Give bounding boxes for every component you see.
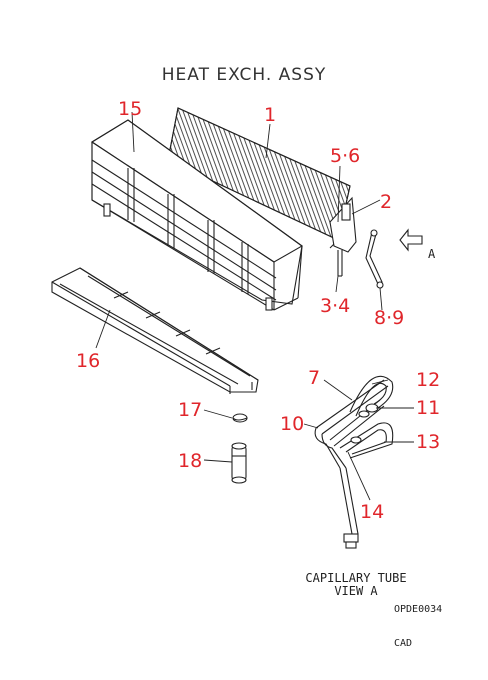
- callout-1: 1: [264, 104, 276, 126]
- diagram-title: HEAT EXCH. ASSY: [162, 65, 327, 85]
- callout-7: 7: [308, 367, 320, 389]
- callout-16: 16: [76, 350, 100, 372]
- connecting-pipe: [365, 229, 384, 289]
- footer-label: CAD: [394, 638, 412, 649]
- capillary-tube-assembly: [314, 375, 394, 549]
- side-bracket: [329, 196, 357, 277]
- view-arrow-label: A: [428, 247, 436, 261]
- callout-15: 15: [118, 98, 142, 120]
- callout-10: 10: [280, 413, 304, 435]
- callout-8-9: 8·9: [374, 307, 404, 329]
- grille-frame: [90, 119, 304, 311]
- drawing-code: OPDE0034: [394, 604, 442, 615]
- callout-18: 18: [178, 450, 202, 472]
- caption-line-2: VIEW A: [334, 584, 378, 598]
- callout-3-4: 3·4: [320, 295, 350, 317]
- callout-14: 14: [360, 501, 384, 523]
- callout-13: 13: [416, 431, 440, 453]
- view-a-arrow: A: [399, 228, 436, 261]
- caption-line-1: CAPILLARY TUBE: [305, 571, 406, 585]
- callout-17: 17: [178, 399, 202, 421]
- drain-plug: [231, 442, 247, 484]
- callout-11: 11: [416, 397, 440, 419]
- callout-12: 12: [416, 369, 440, 391]
- drain-pan: [51, 267, 259, 394]
- hose-clip: [232, 413, 248, 423]
- callout-2: 2: [380, 191, 392, 213]
- leader-lines: [95, 111, 414, 501]
- callout-5-6: 5·6: [330, 145, 360, 167]
